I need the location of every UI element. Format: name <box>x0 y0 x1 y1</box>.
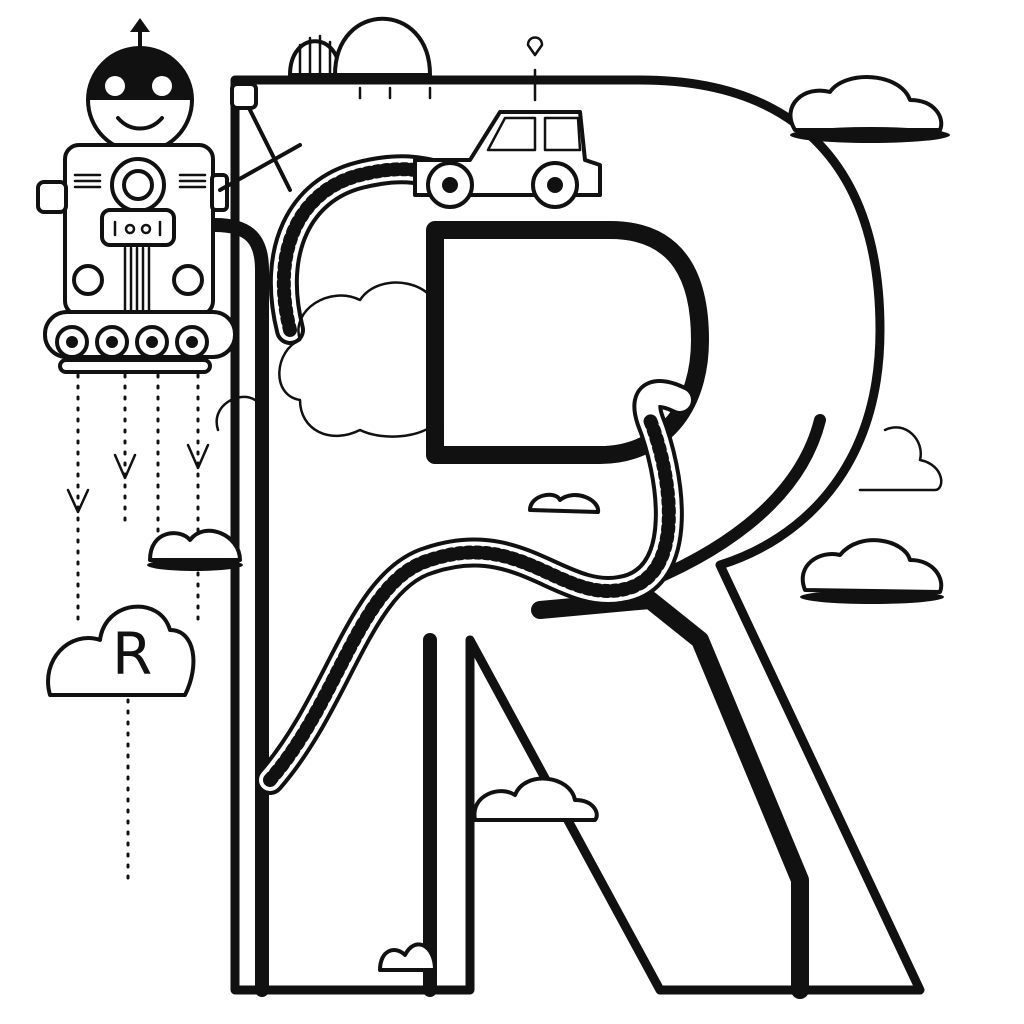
top-domes <box>288 16 544 102</box>
clouds <box>46 75 950 972</box>
cloud-letter: R <box>112 620 153 688</box>
dotted-lines <box>66 373 210 882</box>
letter-r-outline <box>208 75 925 999</box>
car-top <box>413 110 602 209</box>
robot-top-left <box>36 18 302 374</box>
railway-track <box>255 154 695 795</box>
